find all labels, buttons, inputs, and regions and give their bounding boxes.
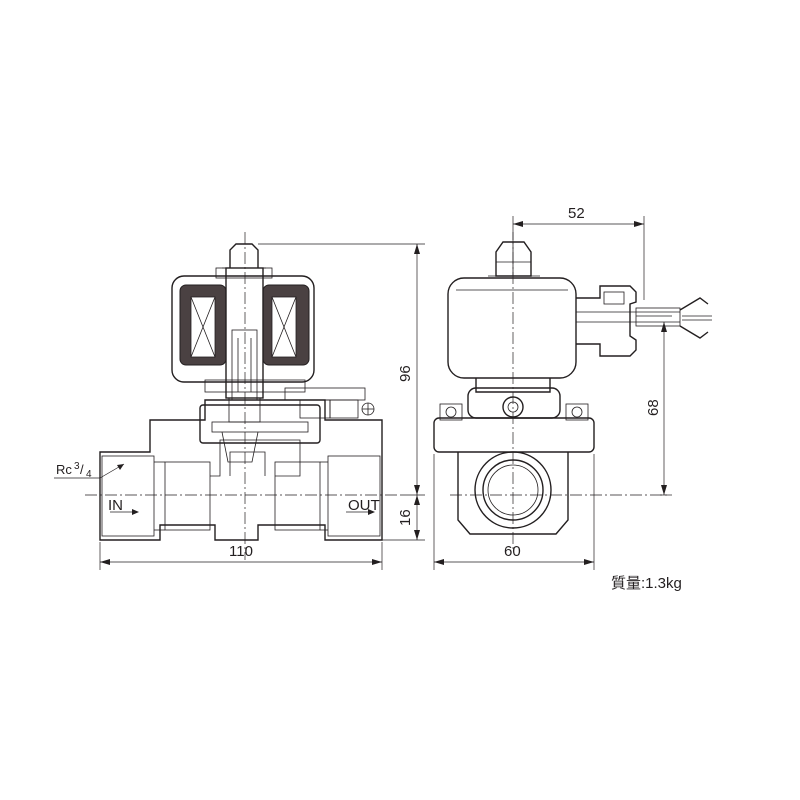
dim-cable-height-value: 68 <box>645 399 662 416</box>
dim-body-width-value: 60 <box>504 543 521 560</box>
mass-note: 質量:1.3kg <box>611 574 682 592</box>
dim-cable-height: 68 <box>636 315 672 496</box>
side-view <box>433 232 712 552</box>
dim-overall-height-value: 96 <box>397 365 414 382</box>
outlet-label: OUT <box>348 497 380 514</box>
port-thread-num: 3 <box>74 461 80 472</box>
front-view <box>85 232 400 560</box>
dim-body-width: 60 <box>433 454 595 570</box>
port-thread-slash: / <box>80 462 84 477</box>
dim-coil-to-cable-value: 52 <box>568 205 585 222</box>
inlet-label: IN <box>108 497 123 514</box>
dim-overall-height: 96 <box>258 243 425 496</box>
port-thread-den: 4 <box>86 469 92 480</box>
dim-overall-length-value: 110 <box>229 543 253 560</box>
port-thread-prefix: Rc <box>56 462 72 477</box>
dim-overall-length: 110 <box>99 542 383 570</box>
port-thread-callout: Rc 3 / 4 <box>54 461 125 480</box>
dim-port-center-height-value: 16 <box>397 509 414 526</box>
dim-port-center-height: 16 <box>382 495 425 541</box>
dim-coil-to-cable: 52 <box>512 205 645 300</box>
